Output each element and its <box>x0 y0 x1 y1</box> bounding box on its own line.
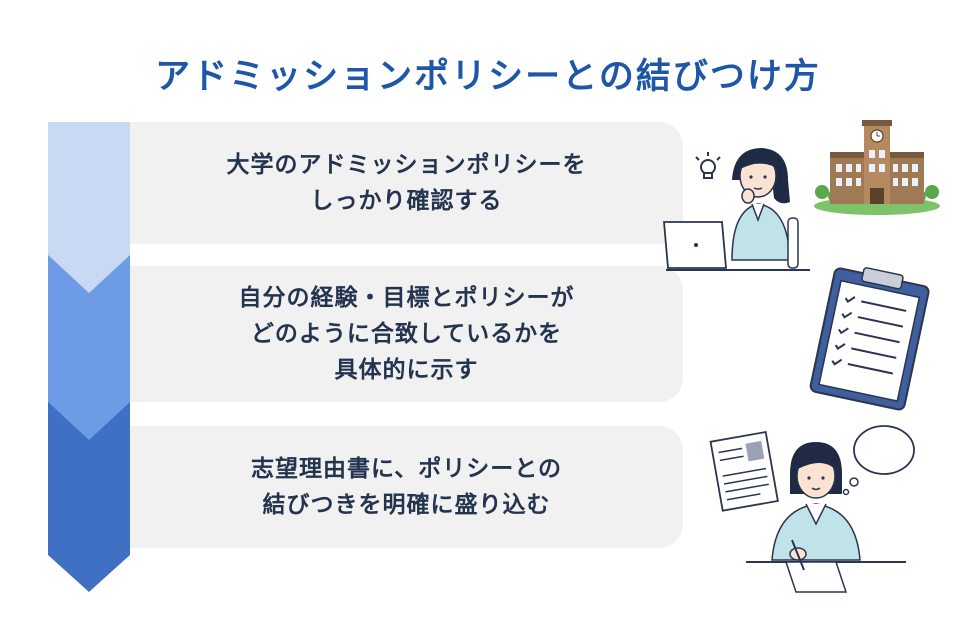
step-arrow-1 <box>48 122 130 293</box>
step-box-1: 大学のアドミッションポリシーを しっかり確認する <box>130 122 683 244</box>
document-icon <box>709 430 779 512</box>
step-box-2: 自分の経験・目標とポリシーが どのように合致しているかを 具体的に示す <box>130 266 683 402</box>
step-text-2: 自分の経験・目標とポリシーが どのように合致しているかを 具体的に示す <box>239 280 575 388</box>
step-text-1: 大学のアドミッションポリシーを しっかり確認する <box>227 147 587 219</box>
lightbulb-icon <box>695 152 721 179</box>
step-2-line-1: 自分の経験・目標とポリシーが <box>238 285 575 311</box>
page-title: アドミッションポリシーとの結びつけ方 <box>155 57 821 97</box>
step-2-line-2: どのように合致しているかを <box>250 321 563 347</box>
person-writing-document-icon <box>709 425 915 593</box>
step-arrow-2 <box>48 255 130 440</box>
step-text-3: 志望理由書に、ポリシーとの 結びつきを明確に盛り込む <box>251 451 562 523</box>
university-building-icon <box>814 120 940 215</box>
step-3-line-2: 結びつきを明確に盛り込む <box>262 492 551 518</box>
clipboard-checklist-icon <box>809 267 930 411</box>
thought-bubble-icon <box>842 425 915 496</box>
step-2-line-3: 具体的に示す <box>334 357 479 383</box>
step-1-line-1: 大学のアドミッションポリシーを <box>226 152 587 178</box>
step-3-line-1: 志望理由書に、ポリシーとの <box>250 456 563 482</box>
step-box-3: 志望理由書に、ポリシーとの 結びつきを明確に盛り込む <box>130 426 683 548</box>
thinking-person-laptop-icon <box>663 148 810 271</box>
step-1-line-2: しっかり確認する <box>310 188 503 214</box>
step-arrow-3 <box>48 400 130 592</box>
